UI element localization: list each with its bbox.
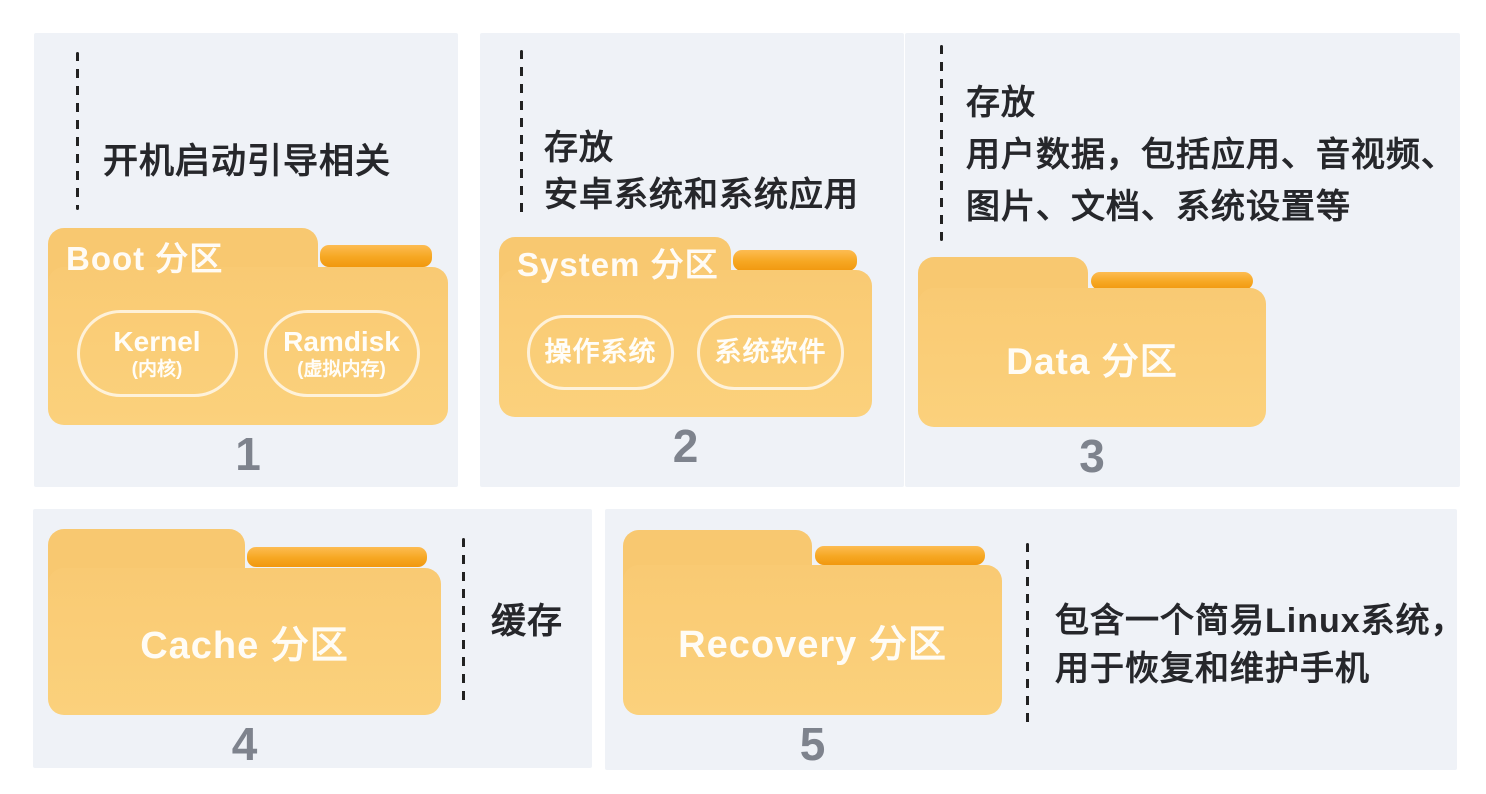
pill-ramdisk: Ramdisk (虚拟内存)	[263, 310, 420, 397]
folder-tab-strip	[1091, 272, 1253, 290]
partition-number: 4	[231, 718, 258, 770]
folder-boot-icon: Boot 分区 Kernel (内核) Ramdisk (虚拟内存)	[48, 228, 448, 425]
pill-system-software: 系统软件	[697, 315, 844, 390]
card-cache-partition: Cache 分区 4 缓存	[33, 509, 592, 770]
folder-label: Recovery 分区	[678, 623, 947, 666]
folder-front-panel	[623, 565, 1002, 715]
description-line: 用户数据，包括应用、音视频、	[966, 136, 1456, 174]
cache-description: 缓存	[491, 599, 563, 645]
folder-label: Boot 分区	[66, 240, 224, 277]
pill-operating-system: 操作系统	[527, 315, 674, 390]
system-description: 存放 安卓系统和系统应用	[544, 125, 859, 219]
dashed-connector-line	[76, 52, 79, 210]
partition-number: 1	[235, 428, 261, 480]
card-boot-partition: 开机启动引导相关 Boot 分区 Kernel (内核) Ramdisk (虚拟…	[34, 33, 458, 487]
folder-label: Data 分区	[1006, 340, 1178, 382]
folder-tab-strip	[815, 546, 985, 565]
pill-subtitle: (虚拟内存)	[297, 358, 386, 380]
folder-contents: 操作系统 系统软件	[499, 315, 872, 390]
pill-title: Kernel	[113, 326, 201, 358]
description-line: 缓存	[491, 602, 564, 641]
pill-title: Ramdisk	[283, 326, 400, 358]
folder-label: Cache 分区	[140, 625, 349, 667]
pill-subtitle: (内核)	[131, 358, 183, 380]
description-line: 存放	[966, 84, 1036, 122]
description-line: 开机启动引导相关	[103, 142, 392, 181]
dashed-connector-line	[462, 538, 465, 707]
partition-number: 2	[672, 420, 699, 472]
folder-cache-icon: Cache 分区	[48, 529, 441, 715]
folder-recovery-icon: Recovery 分区	[623, 530, 1002, 715]
partition-number: 3	[1079, 430, 1105, 482]
folder-label: System 分区	[517, 246, 719, 283]
description-line: 用于恢复和维护手机	[1055, 650, 1370, 688]
description-line: 包含一个简易Linux系统，	[1055, 602, 1466, 640]
card-data-partition: 存放 用户数据，包括应用、音视频、 图片、文档、系统设置等 Data 分区 3	[905, 33, 1460, 487]
partition-number: 5	[799, 718, 826, 770]
card-system-partition: 存放 安卓系统和系统应用 System 分区 操作系统 系统软件 2	[480, 33, 904, 487]
pill-kernel: Kernel (内核)	[76, 310, 238, 397]
dashed-connector-line	[1026, 543, 1029, 729]
pill-title: 系统软件	[714, 336, 827, 367]
folder-tab-strip	[320, 245, 432, 267]
dashed-connector-line	[520, 50, 523, 215]
folder-contents: Kernel (内核) Ramdisk (虚拟内存)	[48, 310, 448, 397]
description-line: 图片、文档、系统设置等	[966, 188, 1351, 226]
folder-data-icon: Data 分区	[918, 257, 1266, 427]
recovery-description: 包含一个简易Linux系统， 用于恢复和维护手机	[1055, 597, 1466, 693]
folder-front-panel	[918, 288, 1266, 427]
data-description: 存放 用户数据，包括应用、音视频、 图片、文档、系统设置等	[966, 77, 1456, 233]
description-line: 安卓系统和系统应用	[544, 176, 859, 214]
folder-system-icon: System 分区 操作系统 系统软件	[499, 237, 872, 417]
folder-tab-strip	[733, 250, 857, 271]
folder-tab-strip	[247, 547, 427, 567]
card-recovery-partition: Recovery 分区 5 包含一个简易Linux系统， 用于恢复和维护手机	[605, 509, 1465, 770]
description-line: 存放	[544, 129, 614, 167]
dashed-connector-line	[940, 45, 943, 241]
folder-front-panel	[48, 568, 441, 715]
pill-title: 操作系统	[544, 336, 657, 367]
boot-description: 开机启动引导相关	[103, 139, 391, 185]
